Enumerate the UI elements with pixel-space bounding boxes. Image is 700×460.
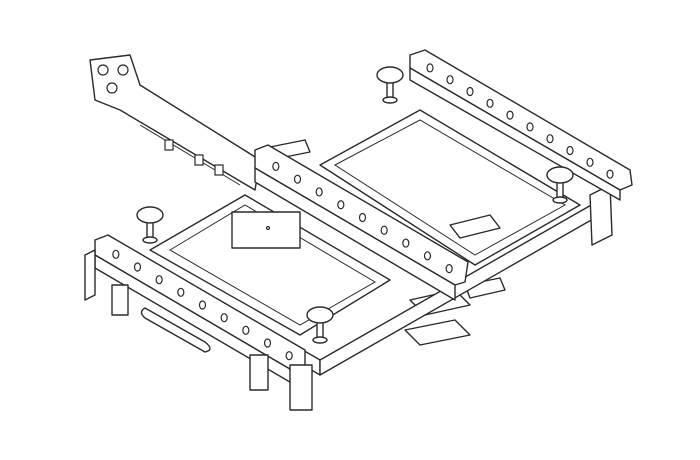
right-bay xyxy=(319,109,581,266)
bolt-hole xyxy=(506,110,514,120)
latch-left xyxy=(111,284,129,316)
bolt-hole xyxy=(177,287,185,297)
quick-release-knob xyxy=(546,166,574,204)
bolt-hole xyxy=(586,157,594,167)
quick-release-knob xyxy=(306,306,334,344)
bolt-hole xyxy=(466,86,474,97)
gusset-plate xyxy=(231,211,301,249)
quick-release-knob xyxy=(136,206,164,244)
bolt-hole xyxy=(566,145,574,156)
middle-beam xyxy=(254,144,469,301)
front-corner-post xyxy=(289,364,313,411)
carry-handle xyxy=(140,307,211,353)
bolt-hole xyxy=(263,338,272,348)
bolt-hole xyxy=(546,134,554,144)
bolt-hole xyxy=(220,313,228,323)
gusset-bolt xyxy=(265,225,271,231)
bolt-hole xyxy=(445,264,453,274)
bolt-hole xyxy=(358,212,367,223)
bolt-hole xyxy=(486,98,494,108)
bolt-hole xyxy=(426,63,434,73)
bolt-hole xyxy=(423,251,432,261)
quick-release-knob xyxy=(376,66,404,104)
bolt-hole xyxy=(198,300,207,310)
bolt-hole xyxy=(155,275,163,285)
bolt-hole xyxy=(446,75,454,85)
front-left-beam xyxy=(84,234,306,386)
bolt-hole xyxy=(315,187,323,197)
bolt-hole xyxy=(293,174,302,184)
bolt-hole xyxy=(606,169,614,179)
back-right-beam xyxy=(409,49,633,201)
latch-right xyxy=(249,354,269,391)
bolt-hole xyxy=(526,122,534,132)
bolt-hole xyxy=(402,238,410,248)
bolt-hole xyxy=(285,351,293,361)
left-bay xyxy=(149,194,391,336)
bolt-hole xyxy=(337,200,345,210)
bolt-hole xyxy=(380,225,388,235)
back-left-beam xyxy=(89,54,261,191)
bolt-hole xyxy=(112,249,120,259)
bolt-hole xyxy=(272,161,280,171)
bolt-hole xyxy=(242,325,250,335)
bolt-hole xyxy=(133,262,142,272)
